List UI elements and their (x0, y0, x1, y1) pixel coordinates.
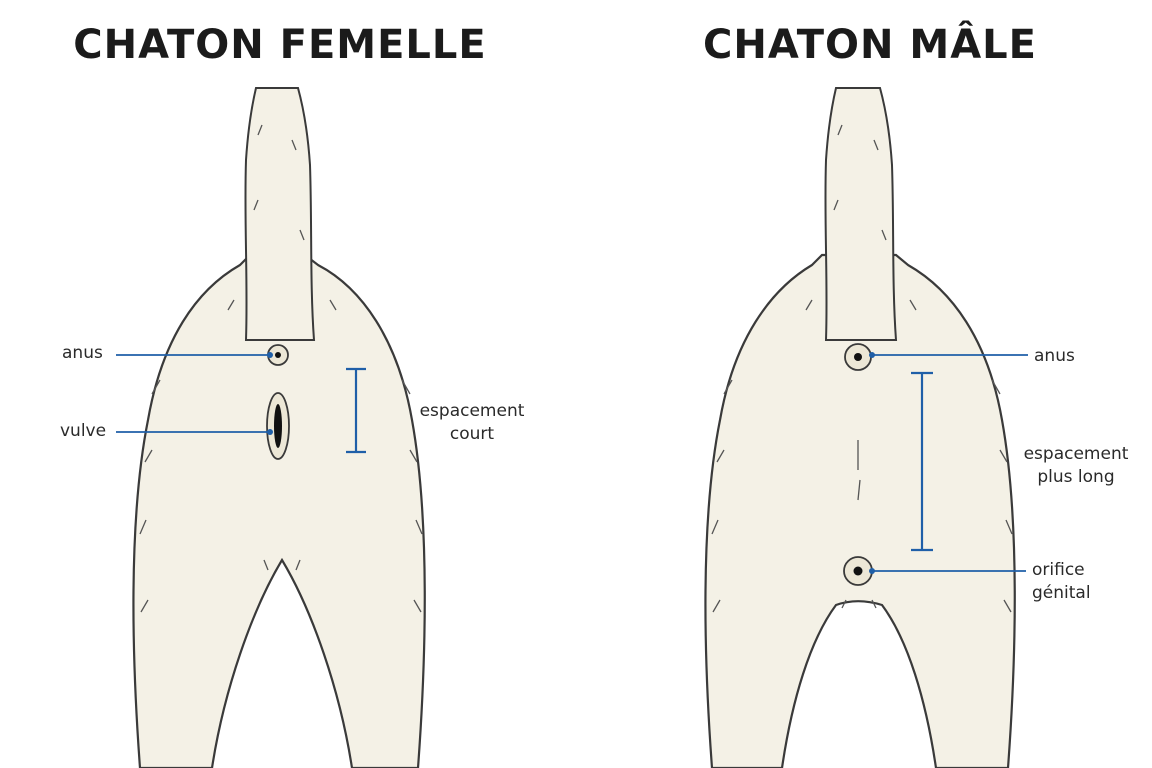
female-vulva-label: vulve (60, 421, 107, 441)
male-anus-leader-dot (869, 352, 875, 358)
male-genital-label-line1: orifice (1032, 560, 1085, 580)
male-body (704, 253, 1016, 768)
female-anus-dot (275, 352, 281, 358)
female-fur-strokes (139, 124, 423, 613)
male-anus-dot (854, 353, 862, 361)
female-spacing-bracket (346, 367, 366, 454)
male-genital-label: orifice génital (1032, 559, 1091, 605)
male-anus-label: anus (1034, 346, 1075, 366)
female-vulva-leader-dot (267, 429, 273, 435)
male-title: CHATON MÂLE (703, 22, 1037, 68)
male-kitten-illustration (704, 87, 1028, 768)
female-anus-label: anus (62, 343, 103, 363)
female-vulva-slit (274, 404, 282, 448)
male-spacing-bracket (911, 371, 933, 552)
male-spacing-label-line2: plus long (1037, 467, 1115, 487)
female-body (132, 253, 426, 768)
male-genital-label-line2: génital (1032, 583, 1091, 603)
female-tail (244, 87, 316, 341)
female-anus-leader-dot (267, 352, 273, 358)
female-kitten-illustration (116, 87, 426, 768)
female-spacing-label-line2: court (449, 424, 495, 444)
male-spacing-label: espacement plus long (1014, 443, 1138, 489)
female-spacing-label: espacement court (412, 400, 532, 446)
female-title: CHATON FEMELLE (73, 22, 487, 68)
female-spacing-label-line1: espacement (419, 401, 525, 421)
male-spacing-label-line1: espacement (1023, 444, 1129, 464)
male-fur-strokes (711, 124, 1013, 613)
male-genital-leader-dot (869, 568, 875, 574)
male-tail (824, 87, 898, 341)
male-genital-dot (853, 566, 863, 576)
